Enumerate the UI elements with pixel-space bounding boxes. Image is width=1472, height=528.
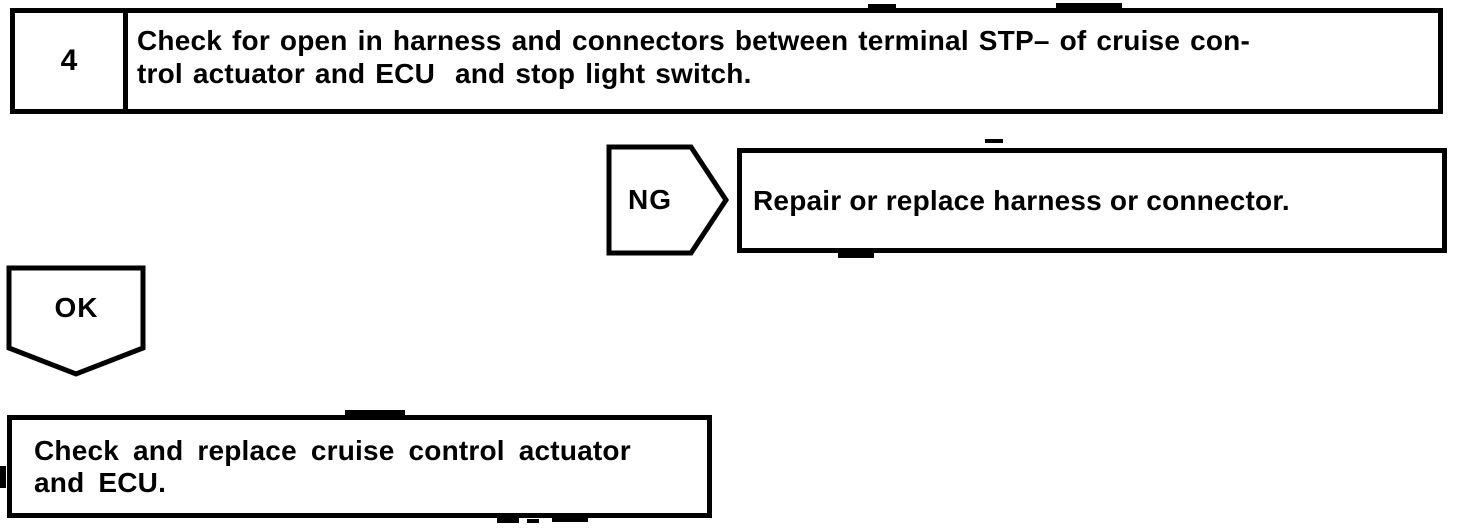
step-number: 4 [60, 44, 78, 77]
ng-pentagon-icon [606, 144, 729, 256]
step-number-cell: 4 [15, 13, 128, 109]
ok-result-line1: Check and replace cruise control actuato… [34, 435, 631, 466]
ok-result-box: Check and replace cruise control actuato… [7, 415, 712, 518]
scan-artifact [1056, 3, 1122, 9]
scan-artifact [838, 253, 874, 258]
scan-artifact [527, 519, 539, 523]
step-instruction: Check for open in harness and connectors… [128, 13, 1438, 109]
step-instruction-line1: Check for open in harness and connectors… [137, 25, 1250, 56]
ng-connector: NG [606, 144, 730, 256]
ok-connector-label: OK [54, 292, 99, 323]
step-instruction-line2: trol actuator and ECU and stop light swi… [137, 58, 752, 89]
ng-connector-label: NG [628, 184, 672, 215]
ok-connector: OK [6, 265, 147, 379]
ok-result-line2: and ECU. [34, 467, 167, 498]
ng-result-text: Repair or replace harness or connector. [753, 184, 1290, 216]
scan-artifact [985, 139, 1003, 143]
ng-result-box: Repair or replace harness or connector. [737, 148, 1447, 253]
scan-artifact [0, 466, 6, 488]
scan-artifact [497, 518, 519, 523]
scan-artifact [552, 517, 588, 522]
ok-pentagon-icon [6, 265, 146, 377]
step-box: 4 Check for open in harness and connecto… [10, 8, 1443, 114]
scan-artifact [345, 410, 405, 415]
scan-artifact [868, 4, 896, 9]
